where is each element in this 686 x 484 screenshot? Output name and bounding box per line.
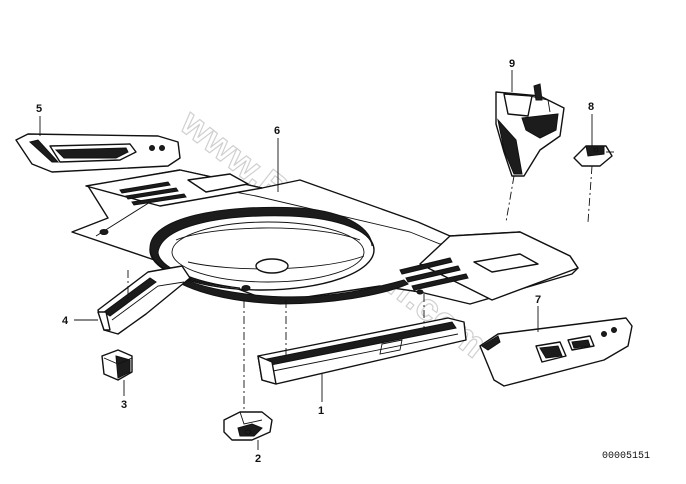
callout-8: 8 [588, 101, 594, 113]
front-rib-panel [399, 231, 579, 301]
callout-3: 3 [121, 399, 127, 411]
side-bracket-part-5[interactable] [15, 133, 181, 173]
callout-6: 6 [274, 125, 280, 137]
rear-rib-panel [85, 169, 263, 207]
drawing-number: 00005151 [602, 451, 650, 462]
floor-pan-part-6[interactable] [71, 169, 579, 305]
callout-1: 1 [318, 405, 324, 417]
side-bracket-part-7[interactable] [479, 317, 633, 387]
callout-5: 5 [36, 103, 42, 115]
callout-7: 7 [535, 294, 541, 306]
support-bracket-part-2[interactable] [223, 411, 273, 441]
callout-9: 9 [509, 58, 515, 70]
pillar-bracket-part-9[interactable] [495, 83, 565, 177]
cross-member-part-1[interactable] [257, 317, 467, 385]
clip-part-3[interactable] [101, 349, 133, 381]
clip-bracket-part-8[interactable] [573, 145, 614, 167]
side-rail-part-4[interactable] [97, 265, 191, 335]
leader-lines [39, 70, 593, 450]
callout-2: 2 [255, 453, 261, 465]
callout-4: 4 [62, 315, 69, 327]
